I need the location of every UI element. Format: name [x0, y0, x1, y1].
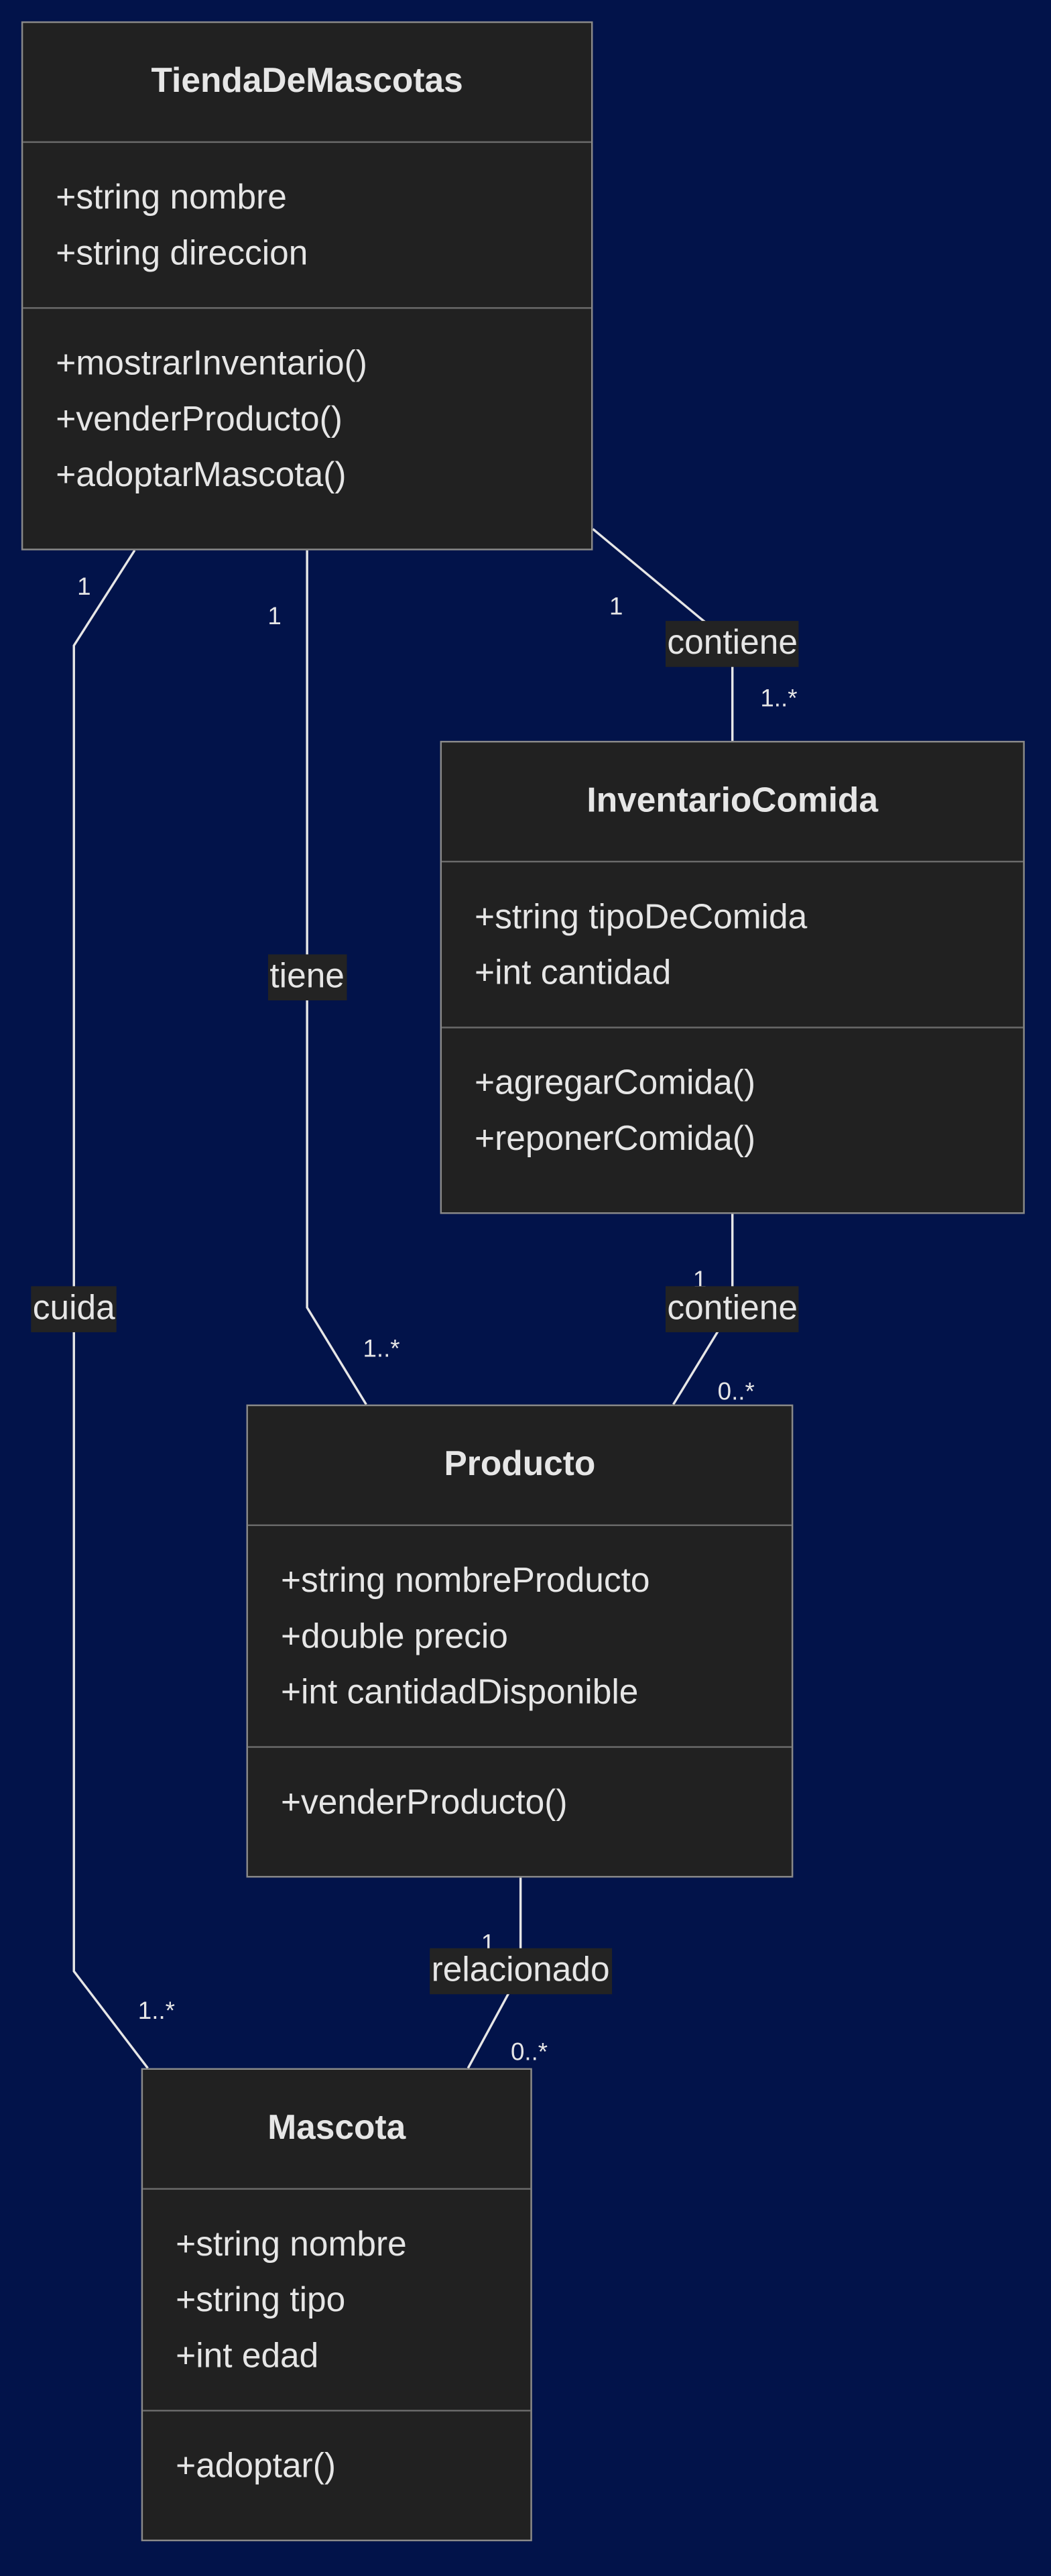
class-name: TiendaDeMascotas	[23, 23, 592, 143]
methods-section: +adoptar()	[143, 2410, 531, 2520]
method: +agregarComida()	[475, 1064, 755, 1102]
mult-relacionado-to: 0..*	[511, 2038, 548, 2065]
method: +adoptar()	[176, 2447, 336, 2485]
mult-contiene-inventario-to: 1..*	[760, 685, 797, 712]
methods-section: +mostrarInventario() +venderProducto() +…	[23, 307, 592, 529]
attribute: +string tipoDeComida	[475, 898, 808, 937]
attribute: +string direccion	[56, 235, 308, 273]
mult-tiene-from: 1	[267, 602, 281, 630]
mult-cuida-to: 1..*	[138, 1997, 175, 2024]
methods-section: +venderProducto()	[247, 1746, 792, 1856]
method: +reponerComida()	[475, 1120, 755, 1159]
attributes-section: +string nombre +string tipo +int edad	[143, 2190, 530, 2410]
class-name: InventarioComida	[442, 742, 1024, 863]
label-contiene-producto: contiene	[665, 1286, 800, 1332]
class-producto[interactable]: Producto +string nombreProducto +double …	[246, 1404, 794, 1878]
methods-section: +agregarComida() +reponerComida()	[442, 1027, 1024, 1192]
attributes-section: +string nombreProducto +double precio +i…	[248, 1526, 792, 1746]
label-contiene-inventario: contiene	[665, 621, 800, 667]
edge-tiene	[306, 550, 367, 1405]
attribute: +double precio	[280, 1618, 508, 1656]
class-tienda-de-mascotas[interactable]: TiendaDeMascotas +string nombre +string …	[21, 21, 593, 550]
method: +venderProducto()	[280, 1783, 568, 1822]
mult-contiene-inventario-from: 1	[609, 592, 623, 620]
mult-tiene-to: 1..*	[363, 1335, 399, 1362]
class-name: Producto	[247, 1406, 792, 1527]
class-inventario-comida[interactable]: InventarioComida +string tipoDeComida +i…	[440, 740, 1025, 1214]
label-relacionado: relacionado	[430, 1948, 612, 1995]
method: +venderProducto()	[56, 400, 343, 439]
attribute: +string tipo	[176, 2282, 346, 2320]
attribute: +int cantidad	[475, 954, 672, 992]
attributes-section: +string nombre +string direccion	[23, 143, 591, 307]
method: +mostrarInventario()	[56, 345, 367, 383]
attribute: +string nombre	[56, 179, 287, 217]
mult-contiene-producto-to: 0..*	[718, 1377, 755, 1405]
mult-cuida-from: 1	[77, 573, 90, 600]
attributes-section: +string tipoDeComida +int cantidad	[442, 862, 1023, 1027]
label-tiene: tiene	[267, 954, 347, 1001]
attribute: +string nombre	[176, 2225, 407, 2264]
label-cuida: cuida	[31, 1286, 117, 1332]
attribute: +int edad	[176, 2337, 319, 2376]
class-mascota[interactable]: Mascota +string nombre +string tipo +int…	[141, 2068, 532, 2542]
attribute: +string nombreProducto	[280, 1562, 650, 1600]
method: +adoptarMascota()	[56, 457, 347, 495]
attribute: +int cantidadDisponible	[280, 1674, 639, 1712]
class-name: Mascota	[143, 2070, 531, 2190]
